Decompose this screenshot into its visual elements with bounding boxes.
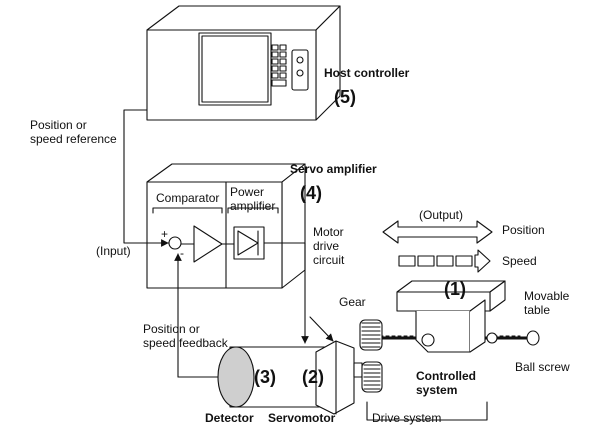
- servo-amplifier-number: (4): [300, 183, 322, 203]
- movable-table-label: Movable table: [524, 289, 570, 317]
- host-controller-icon: [146, 5, 341, 121]
- detector-icon: [217, 346, 255, 408]
- feedback-label: Position or speed feedback: [143, 322, 228, 350]
- controlled-system-label: Controlled system: [416, 369, 476, 397]
- controlled-system-number: (1): [444, 279, 466, 299]
- detector-label: Detector: [205, 411, 254, 425]
- input-label: (Input): [96, 244, 131, 258]
- motor-drive-circuit-label: Motor drive circuit: [313, 225, 345, 267]
- signal-lines: [123, 109, 488, 421]
- gear-label: Gear: [339, 295, 366, 309]
- movable-table-icon: [359, 280, 540, 353]
- detector-number: (3): [254, 367, 276, 387]
- drive-system-label: Drive system: [372, 411, 442, 425]
- position-reference-label: Position or speed reference: [30, 118, 117, 146]
- servomotor-label: Servomotor: [268, 411, 336, 425]
- servomotor-number: (2): [302, 367, 324, 387]
- legend-arrows: [382, 220, 493, 273]
- servo-amplifier-label: Servo amplifier: [290, 162, 377, 176]
- power-amplifier-label: Power amplifier: [230, 185, 276, 213]
- ball-screw-label: Ball screw: [515, 360, 570, 374]
- speed-legend-label: Speed: [502, 254, 537, 268]
- host-controller-label: Host controller: [324, 66, 410, 80]
- plus-sign: +: [161, 227, 169, 241]
- position-legend-label: Position: [502, 223, 545, 237]
- host-controller-number: (5): [334, 87, 356, 107]
- comparator-label: Comparator: [156, 191, 220, 205]
- output-label: (Output): [419, 208, 464, 222]
- servomotor-icon: [217, 340, 383, 415]
- minus-sign: -: [180, 246, 184, 260]
- servo-amplifier-icon: [146, 163, 306, 289]
